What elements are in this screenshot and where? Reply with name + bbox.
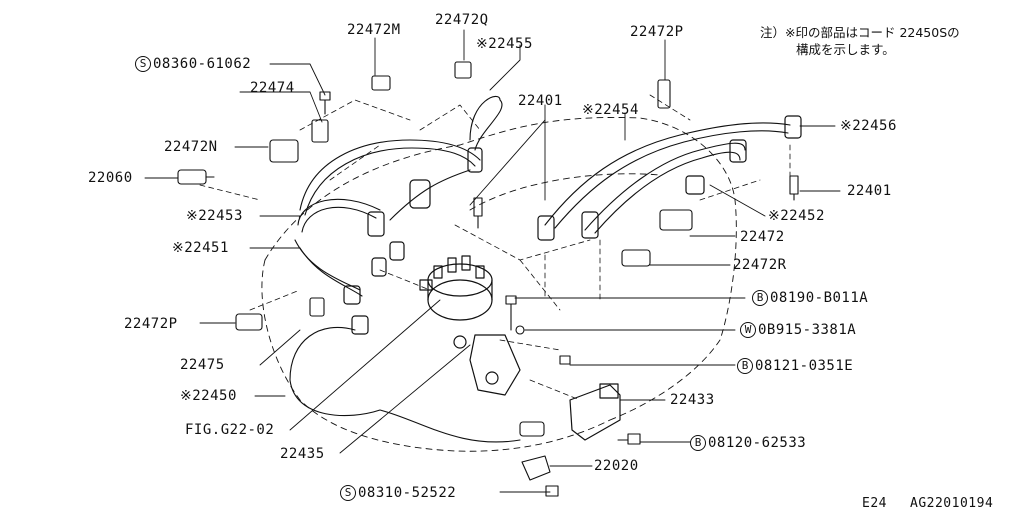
dashed-guides <box>199 94 791 401</box>
label-22433: 22433 <box>670 392 715 408</box>
bolts <box>319 91 641 497</box>
label-22472P-top: 22472P <box>630 24 684 40</box>
label-22435: 22435 <box>280 446 325 462</box>
clips <box>235 61 693 331</box>
label-22020: 22020 <box>594 458 639 474</box>
label-22454: ※22454 <box>582 102 639 118</box>
label-22472N: 22472N <box>164 139 218 155</box>
label-22472Q: 22472Q <box>435 12 489 28</box>
label-22472: 22472 <box>740 229 785 245</box>
engine-block-outline <box>261 117 737 452</box>
label-22474: 22474 <box>250 80 295 96</box>
label-22472R: 22472R <box>733 257 787 273</box>
ignition-coil <box>569 383 621 441</box>
label-22401-right: 22401 <box>847 183 892 199</box>
label-22472M: 22472M <box>347 22 401 38</box>
label-22453: ※22453 <box>186 208 243 224</box>
label-fig-g22-02: FIG.G22-02 <box>185 422 275 438</box>
note-line-1: 注）※印の部品はコード 22450Sの <box>760 25 960 40</box>
s-mark: S <box>340 485 356 501</box>
plug-boots <box>343 115 802 335</box>
b-mark: B <box>737 358 753 374</box>
label-22450: ※22450 <box>180 388 237 404</box>
s-mark: S <box>135 56 151 72</box>
ignition-wires <box>289 95 791 443</box>
label-22472P-left: 22472P <box>124 316 178 332</box>
b-mark: B <box>752 290 768 306</box>
label-22475: 22475 <box>180 357 225 373</box>
b-mark: B <box>690 435 706 451</box>
w-mark: W <box>740 322 756 338</box>
label-22060: 22060 <box>88 170 133 186</box>
label-22455: ※22455 <box>476 36 533 52</box>
note-line-2: 構成を示します。 <box>796 42 895 57</box>
sensor <box>177 169 215 185</box>
label-22451: ※22451 <box>172 240 229 256</box>
footer-code: AG22010194 <box>910 496 994 511</box>
distributor-housing <box>453 334 521 396</box>
leader-lines <box>144 29 841 493</box>
sensor-plug <box>519 421 545 437</box>
label-22452: ※22452 <box>768 208 825 224</box>
label-22456: ※22456 <box>840 118 897 134</box>
bracket <box>521 455 551 481</box>
distributor-cap <box>419 255 493 321</box>
footer-page: E24 <box>862 496 887 511</box>
label-22401-top: 22401 <box>518 93 563 109</box>
spark-plugs <box>473 175 799 229</box>
